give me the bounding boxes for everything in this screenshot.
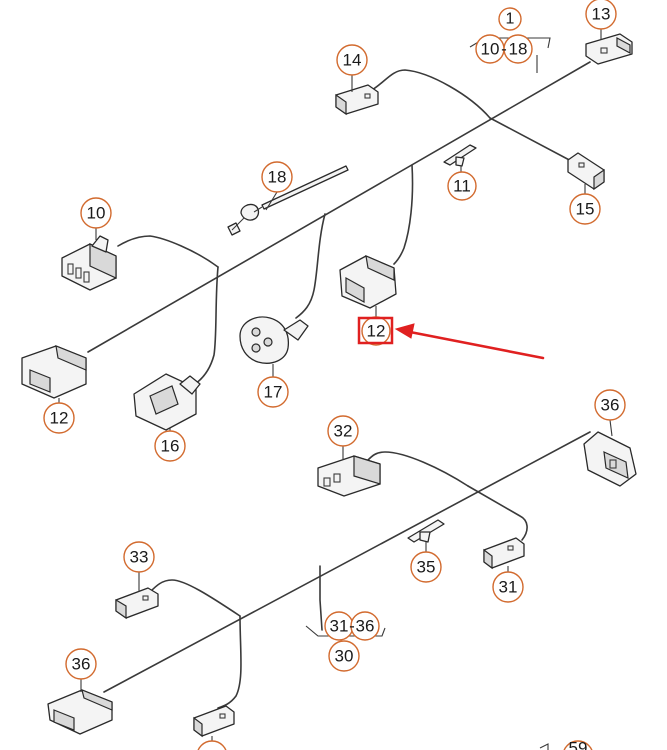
connector-12-highlighted: [339, 255, 397, 309]
lower-harness-wires: [103, 431, 591, 709]
connector-15: [567, 152, 605, 191]
svg-text:16: 16: [161, 437, 180, 456]
svg-text:32: 32: [334, 422, 353, 441]
callout-16[interactable]: 16: [154, 430, 186, 462]
connector-36-bottom: [47, 689, 113, 735]
svg-text:18: 18: [268, 168, 287, 187]
callout-1[interactable]: 1: [498, 7, 522, 31]
cable-tie-18: [227, 165, 349, 236]
svg-text:30: 30: [335, 647, 354, 666]
svg-text:36: 36: [72, 655, 91, 674]
clip-11: [443, 144, 477, 176]
connector-16: [133, 373, 201, 431]
svg-text:17: 17: [264, 383, 283, 402]
callout-11[interactable]: 11: [447, 171, 477, 201]
highlight-arrow: [394, 323, 545, 360]
callout-35[interactable]: 35: [410, 551, 442, 583]
connector-13: [585, 33, 633, 65]
callout-30[interactable]: 30: [328, 640, 360, 672]
svg-text:12: 12: [367, 322, 386, 341]
svg-text:31: 31: [499, 578, 518, 597]
svg-text:14: 14: [343, 51, 362, 70]
callout-18[interactable]: 18: [261, 161, 293, 193]
callout-36-bottom[interactable]: 36: [65, 648, 97, 680]
clip-35: [407, 519, 445, 552]
svg-text:15: 15: [576, 200, 595, 219]
svg-text:31: 31: [330, 617, 349, 636]
connector-17: [239, 316, 309, 364]
connector-14: [335, 84, 379, 116]
svg-text:11: 11: [453, 177, 471, 196]
callout-12-highlighted[interactable]: 12: [357, 316, 394, 346]
svg-text:36: 36: [601, 396, 620, 415]
highlight-box: [357, 316, 394, 345]
callout-33[interactable]: 33: [123, 541, 155, 573]
callout-10[interactable]: 10: [80, 197, 112, 229]
connector-33: [115, 587, 159, 620]
callout-17[interactable]: 17: [257, 376, 289, 408]
connector-bottom-small: [193, 705, 235, 738]
callout-32[interactable]: 32: [327, 415, 359, 447]
leader-lines: [58, 28, 613, 742]
callout-36-top[interactable]: 36: [594, 389, 626, 421]
svg-text:36: 36: [356, 617, 375, 636]
callout-30-range[interactable]: 31 - 36: [324, 611, 380, 641]
connector-31: [483, 537, 525, 570]
connector-12-left: [21, 345, 87, 399]
callout-1-range[interactable]: 10 - 18: [475, 34, 533, 64]
callout-partial-bottom[interactable]: [197, 740, 227, 750]
svg-text:12: 12: [50, 409, 69, 428]
connector-10: [61, 235, 117, 291]
svg-text:59: 59: [569, 739, 588, 750]
callout-partial-right[interactable]: 59: [539, 739, 593, 750]
connector-36-top: [583, 431, 637, 487]
svg-text:13: 13: [592, 5, 611, 24]
svg-text:1: 1: [506, 11, 515, 28]
svg-text:35: 35: [417, 558, 436, 577]
svg-text:18: 18: [509, 40, 528, 59]
svg-text:10: 10: [481, 40, 500, 59]
svg-text:-: -: [501, 40, 507, 59]
callout-13[interactable]: 13: [585, 0, 617, 30]
svg-text:10: 10: [87, 204, 106, 223]
callout-12-left[interactable]: 12: [43, 402, 75, 434]
upper-harness-wires: [87, 37, 591, 387]
callout-bubbles: 1 10 - 18 13 14 11 15: [43, 0, 626, 750]
connector-32: [317, 455, 381, 497]
svg-text:-: -: [349, 617, 355, 636]
callout-15[interactable]: 15: [569, 193, 601, 225]
callout-14[interactable]: 14: [336, 44, 368, 76]
callout-31[interactable]: 31: [492, 571, 524, 603]
svg-text:33: 33: [130, 548, 149, 567]
